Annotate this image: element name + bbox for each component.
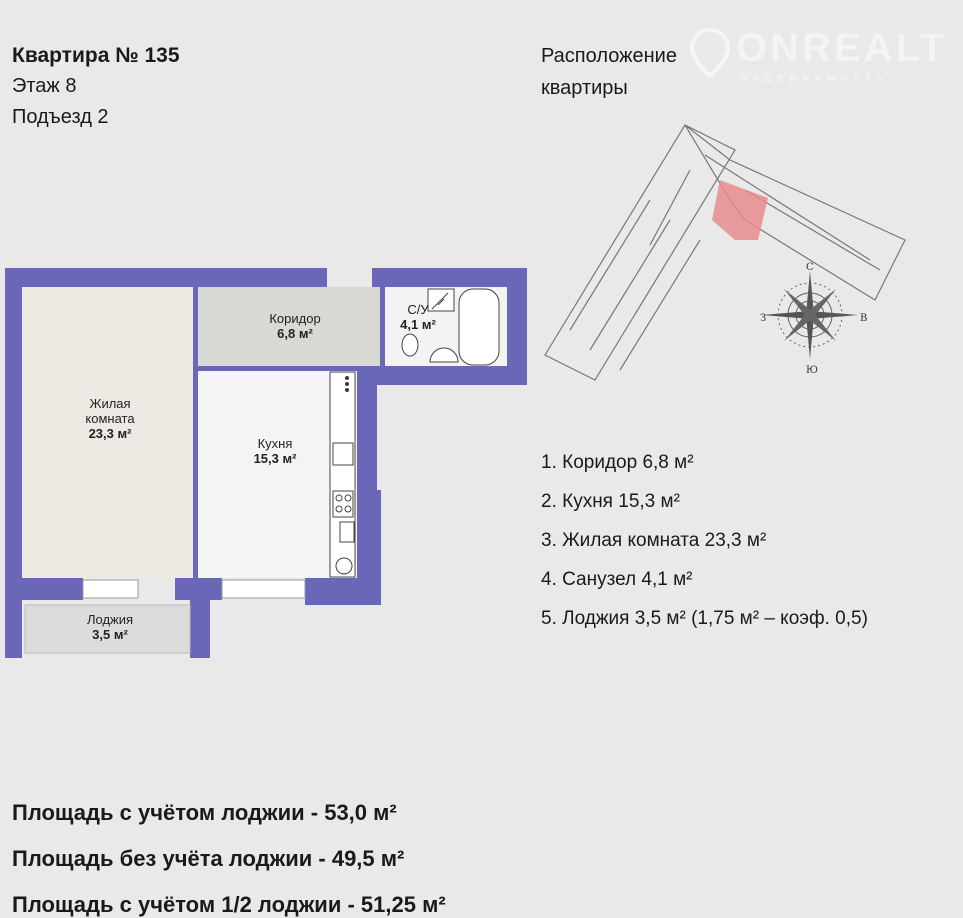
room-area: 15,3 м² — [253, 451, 297, 466]
location-title: Расположение квартиры — [541, 40, 677, 104]
compass-east: В — [860, 313, 868, 324]
entrance-label: Подъезд 2 — [12, 106, 109, 128]
legend-item: 1. Коридор 6,8 м² — [541, 452, 694, 473]
location-title-line2: квартиры — [541, 77, 628, 99]
room-legend: 1. Коридор 6,8 м² 2. Кухня 15,3 м² 3. Жи… — [541, 443, 868, 638]
window — [221, 579, 306, 599]
room-name: Коридор — [269, 311, 321, 326]
room-name: Кухня — [257, 436, 293, 451]
room-name: Лоджия — [86, 612, 134, 627]
legend-item: 4. Санузел 4,1 м² — [541, 569, 693, 590]
living-room-floor — [23, 287, 193, 578]
room-area: 6,8 м² — [277, 326, 313, 341]
total-half-loggia: Площадь с учётом 1/2 лоджии - 51,25 м² — [12, 892, 446, 917]
compass-north: С — [806, 262, 814, 273]
room-label-kitchen: Кухня 15,3 м² — [230, 436, 320, 466]
watermark-pin-icon — [690, 28, 730, 78]
window — [82, 579, 139, 599]
room-label-corridor: Коридор 6,8 м² — [240, 311, 350, 341]
compass-west: З — [760, 313, 767, 324]
watermark-brand: ONREALT — [736, 26, 948, 70]
partition-wall — [193, 287, 198, 578]
room-label-living: Жилая комната 23,3 м² — [65, 396, 155, 441]
legend-item: 5. Лоджия 3,5 м² (1,75 м² – коэф. 0,5) — [541, 608, 868, 629]
compass-rose-icon — [762, 271, 858, 359]
apartment-highlight — [712, 180, 768, 240]
room-area: 4,1 м² — [400, 317, 436, 332]
legend-item: 2. Кухня 15,3 м² — [541, 491, 680, 512]
loggia-floor — [24, 604, 191, 654]
bathroom-fixtures — [401, 288, 500, 366]
location-title-line1: Расположение — [541, 45, 677, 67]
watermark-subtitle: недвижимость — [740, 70, 888, 84]
partition-wall — [198, 366, 357, 371]
room-label-bathroom: С/У 4,1 м² — [388, 302, 448, 332]
room-label-loggia: Лоджия 3,5 м² — [65, 612, 155, 642]
legend-item: 3. Жилая комната 23,3 м² — [541, 530, 767, 551]
walls — [5, 268, 527, 658]
apartment-number: Квартира № 135 — [12, 44, 180, 67]
floor-label: Этаж 8 — [12, 75, 77, 97]
corridor-floor — [198, 287, 380, 366]
total-with-loggia: Площадь с учётом лоджии - 53,0 м² — [12, 800, 397, 825]
room-name: Жилая комната — [85, 396, 135, 426]
compass-south: Ю — [806, 365, 818, 376]
building-outline — [544, 124, 906, 381]
floor-plan — [5, 268, 527, 658]
total-without-loggia: Площадь без учёта лоджии - 49,5 м² — [12, 846, 405, 871]
room-area: 23,3 м² — [88, 426, 132, 441]
room-area: 3,5 м² — [92, 627, 128, 642]
room-name: С/У — [407, 302, 429, 317]
partition-wall — [380, 287, 385, 366]
kitchen-fixtures — [329, 371, 356, 578]
building-location-plan — [544, 124, 906, 381]
